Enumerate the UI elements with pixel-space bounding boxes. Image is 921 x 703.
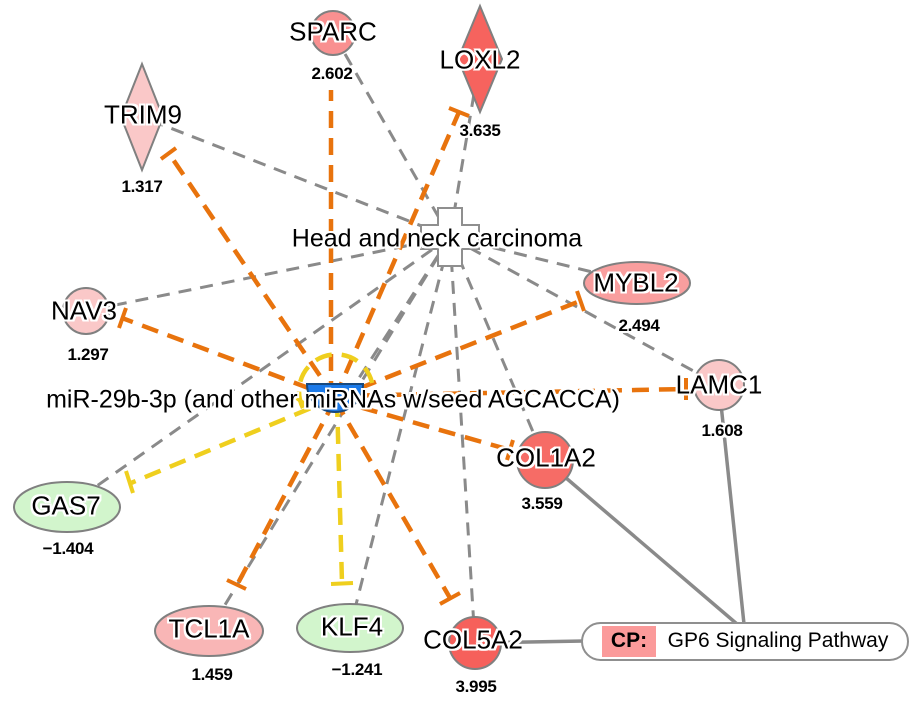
edge-hnc-klf4 [348, 236, 452, 629]
label-head-and-neck-carcinoma: Head and neck carcinoma [291, 224, 583, 253]
edge-hnc-sparc [331, 32, 452, 238]
value-mybl2: 2.494 [618, 316, 660, 335]
gp6-prefix-label: CP: [610, 629, 648, 652]
inconsistent-tbars [124, 394, 354, 586]
value-sparc: 2.602 [311, 64, 353, 83]
tbar-gas7 [124, 470, 135, 494]
node-sparc [310, 10, 356, 56]
label-col5a2: COL5A2 [423, 624, 523, 655]
edge-hnc-gas7 [66, 235, 451, 509]
association-edges [66, 32, 720, 644]
node-col5a2 [448, 616, 502, 670]
label-sparc: SPARC [289, 16, 377, 47]
tbar-trim9 [159, 146, 178, 161]
edge-mir-tcl1a [235, 398, 337, 587]
edge-hnc-mir [348, 236, 452, 393]
inhibition-edges [121, 90, 687, 600]
inconsistent-edges [130, 352, 376, 584]
edge-hnc-trim9 [141, 115, 451, 239]
node-gp6-pathway [581, 622, 909, 661]
inhibition-tbars [117, 106, 688, 606]
edge-mir-loxl2 [332, 111, 462, 399]
node-mir-29b-3p [305, 383, 365, 413]
node-lamc1 [693, 359, 745, 411]
tbar-loxl2 [448, 106, 470, 118]
edge-mir-nav3 [121, 315, 336, 401]
label-loxl2: LOXL2 [439, 44, 521, 75]
node-col1a2 [516, 431, 574, 489]
edge-mir-col1a2 [334, 397, 511, 453]
value-loxl2: 3.635 [459, 121, 501, 140]
edge-col1a2-gp6 [543, 458, 739, 626]
tbar-klf4 [330, 581, 354, 586]
edge-mir-lamc1 [334, 386, 687, 399]
value-lamc1: 1.608 [701, 421, 743, 440]
tbar-nav3 [117, 307, 128, 329]
node-klf4 [296, 603, 404, 653]
value-gas7: −1.404 [42, 539, 94, 558]
edge-mir-trim9 [168, 153, 337, 400]
edge-mir-col5a2 [333, 398, 452, 600]
label-col1a2: COL1A2 [496, 442, 596, 473]
tbar-col5a2 [439, 591, 461, 606]
gp6-pathway-label: GP6 Signaling Pathway [667, 629, 889, 652]
value-tcl1a: 1.459 [191, 665, 233, 684]
tbar-tcl1a [226, 578, 247, 591]
node-loxl2 [456, 3, 504, 115]
tbar-mybl2 [575, 290, 586, 312]
edge-hnc-tcl1a [207, 236, 452, 632]
edge-hnc-col1a2 [448, 236, 547, 461]
label-nav3: NAV3 [51, 295, 117, 326]
node-gas7 [13, 481, 121, 533]
value-col1a2: 3.559 [521, 494, 563, 513]
edge-hnc-col5a2 [448, 236, 477, 644]
edge-lamc1-gp6 [717, 384, 746, 625]
node-mybl2 [583, 261, 691, 305]
tbar-col1a2 [505, 439, 515, 461]
label-lamc1: LAMC1 [675, 369, 763, 400]
gp6-prefix-badge [602, 626, 656, 657]
node-trim9 [119, 61, 165, 173]
value-col5a2: 3.995 [455, 677, 497, 696]
value-klf4: −1.241 [331, 660, 383, 679]
edge-mir-self-loop [296, 352, 376, 410]
value-trim9: 1.317 [121, 177, 163, 196]
value-nav3: 1.297 [67, 345, 109, 364]
node-head-and-neck-carcinoma [420, 207, 480, 267]
label-trim9: TRIM9 [104, 99, 182, 130]
tbar-self-loop [292, 394, 308, 407]
label-tcl1a: TCL1A [168, 613, 250, 644]
label-mybl2: MYBL2 [593, 267, 679, 298]
edge-mir-gas7 [130, 395, 336, 486]
label-mir-29b-3p: miR-29b-3p (and other miRNAs w/seed AGCA… [46, 385, 620, 414]
edge-mir-klf4 [334, 399, 345, 584]
label-gas7: GAS7 [31, 490, 101, 521]
edge-hnc-lamc1 [449, 235, 720, 387]
node-tcl1a [154, 605, 264, 657]
edge-hnc-nav3 [85, 235, 451, 313]
edge-mir-mybl2 [334, 298, 581, 401]
node-nav3 [62, 287, 110, 335]
label-klf4: KLF4 [320, 611, 384, 642]
